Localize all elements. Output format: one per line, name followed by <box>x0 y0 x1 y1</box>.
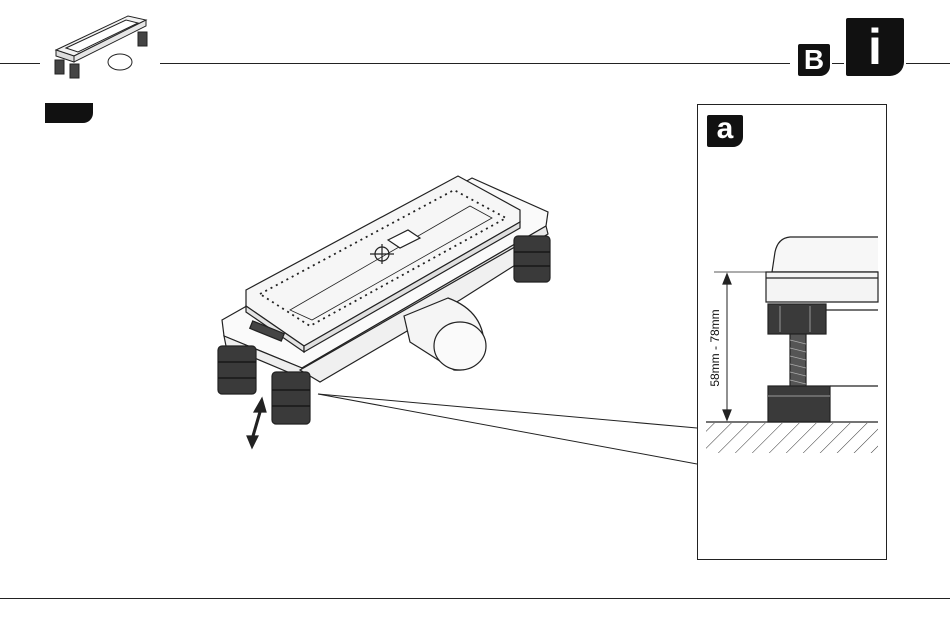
thumbnail-icon <box>55 16 147 78</box>
shower-channel-illustration <box>218 176 550 448</box>
height-adjust-arrow-icon <box>247 398 266 448</box>
callout-lines <box>318 394 697 464</box>
detail-foot-drawing <box>706 237 878 453</box>
